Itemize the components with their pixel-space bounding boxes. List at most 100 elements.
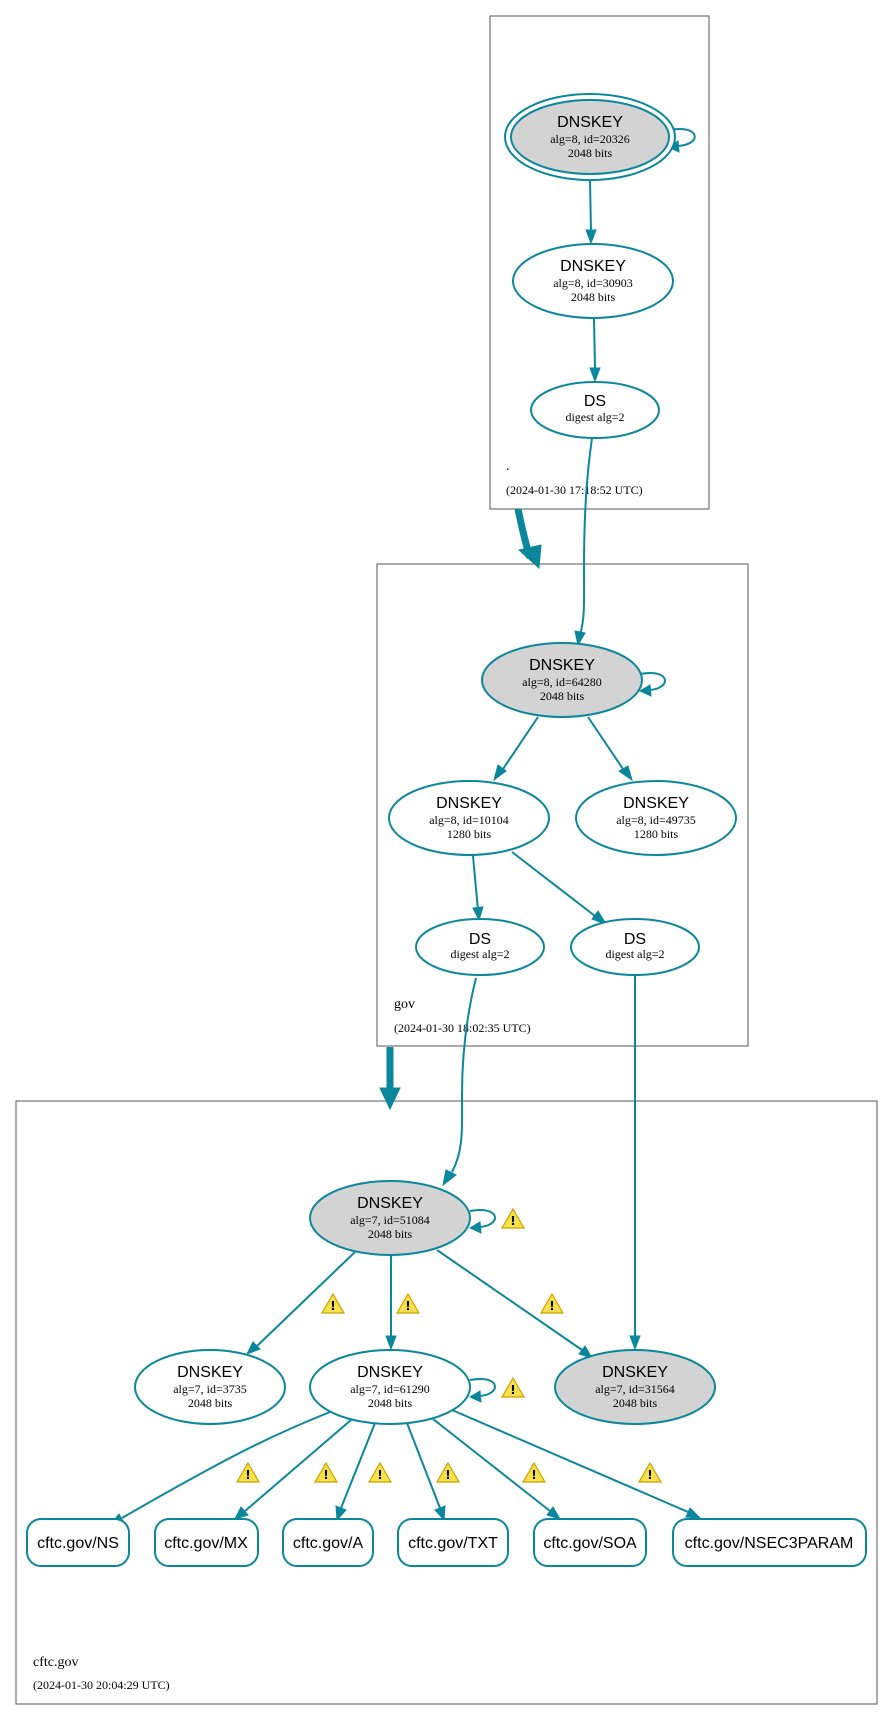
warning-icon[interactable]: !: [368, 1462, 392, 1483]
node-cftc-ksk[interactable]: DNSKEY alg=7, id=51084 2048 bits: [309, 1180, 471, 1256]
warning-icon[interactable]: !: [540, 1293, 564, 1314]
svg-text:!: !: [531, 1468, 536, 1482]
warning-icon[interactable]: !: [314, 1462, 338, 1483]
rrset-mx[interactable]: cftc.gov/MX: [154, 1518, 259, 1567]
node-gov-ds-1-title: DS: [469, 931, 491, 948]
node-gov-ds-2-digest: digest alg=2: [605, 947, 664, 961]
node-root-ds-title: DS: [584, 393, 606, 410]
zone-gov-timestamp: (2024-01-30 18:02:35 UTC): [394, 1021, 531, 1035]
warning-icon[interactable]: !: [501, 1208, 525, 1229]
node-gov-zsk-49735-title: DNSKEY: [623, 795, 689, 812]
svg-text:!: !: [445, 1468, 450, 1482]
edge-gov-ds2-to-cftc-31564-head: [629, 1335, 641, 1351]
edge-cftc-zsk-to-a-head: [335, 1505, 347, 1522]
edge-cftc-ksk-to-3735-head: [245, 1341, 261, 1355]
node-cftc-ksk-title: DNSKEY: [357, 1195, 423, 1212]
svg-text:!: !: [330, 1299, 335, 1313]
svg-text:!: !: [549, 1299, 554, 1313]
node-gov-zsk-10104-title: DNSKEY: [436, 795, 502, 812]
edge-gov-ds1-to-cftc-ksk: [451, 977, 477, 1173]
edge-root-zsk-to-ds: [593, 317, 596, 371]
edge-cftc-ksk-to-31564-head: [578, 1345, 594, 1359]
svg-text:!: !: [323, 1468, 328, 1482]
node-root-ds-digest: digest alg=2: [565, 410, 624, 424]
edge-cftc-zsk-self: [469, 1377, 496, 1397]
node-gov-ksk-title: DNSKEY: [529, 657, 595, 674]
node-gov-zsk-49735-alg: alg=8, id=49735: [616, 813, 696, 827]
edge-root-ksk-to-zsk-head: [585, 229, 597, 245]
node-gov-zsk-10104[interactable]: DNSKEY alg=8, id=10104 1280 bits: [388, 780, 550, 856]
zone-cftc-box: [15, 1100, 878, 1705]
edge-cftc-ksk-self: [469, 1208, 496, 1228]
node-root-zsk[interactable]: DNSKEY alg=8, id=30903 2048 bits: [512, 243, 674, 319]
warning-icon[interactable]: !: [638, 1462, 662, 1483]
edge-root-ksk-to-zsk: [589, 179, 592, 233]
node-root-ksk-alg: alg=8, id=20326: [550, 132, 630, 146]
node-cftc-zsk-bits: 2048 bits: [368, 1396, 413, 1410]
node-cftc-key-3735[interactable]: DNSKEY alg=7, id=3735 2048 bits: [134, 1349, 286, 1425]
rrset-txt-label: cftc.gov/TXT: [408, 1535, 498, 1552]
node-gov-ksk-alg: alg=8, id=64280: [522, 675, 602, 689]
edge-cftc-zsk-to-mx: [244, 1419, 352, 1512]
edge-gov-zsk1-to-ds2: [511, 851, 596, 917]
edge-root-ds-to-gov-ksk: [579, 437, 593, 635]
zone-cftc-timestamp: (2024-01-30 20:04:29 UTC): [33, 1678, 170, 1692]
rrset-ns[interactable]: cftc.gov/NS: [26, 1518, 130, 1567]
rrset-a-label: cftc.gov/A: [293, 1535, 364, 1552]
edge-gov-ds1-to-cftc-ksk-head: [442, 1169, 457, 1187]
warning-icon[interactable]: !: [501, 1377, 525, 1398]
node-cftc-key-31564-alg: alg=7, id=31564: [595, 1382, 675, 1396]
rrset-txt[interactable]: cftc.gov/TXT: [397, 1518, 509, 1567]
edge-gov-ksk-to-zsk1: [502, 716, 539, 770]
zone-gov-box: [376, 563, 749, 1047]
svg-text:!: !: [405, 1299, 410, 1313]
zone-gov-name: gov: [394, 997, 415, 1012]
node-root-ksk[interactable]: DNSKEY alg=8, id=20326 2048 bits: [504, 93, 676, 181]
svg-text:!: !: [510, 1383, 515, 1397]
edge-gov-ksk-to-zsk2-head: [618, 765, 633, 782]
edge-gov-ksk-self: [639, 671, 666, 691]
edge-gov-ksk-to-zsk2: [587, 716, 624, 770]
node-root-ds[interactable]: DS digest alg=2: [530, 381, 660, 439]
node-cftc-zsk[interactable]: DNSKEY alg=7, id=61290 2048 bits: [309, 1349, 471, 1425]
zone-cftc-name: cftc.gov: [33, 1655, 78, 1670]
edge-cftc-zsk-to-mx-head: [234, 1506, 249, 1520]
rrset-soa[interactable]: cftc.gov/SOA: [533, 1518, 647, 1567]
warning-icon[interactable]: !: [522, 1462, 546, 1483]
node-root-zsk-bits: 2048 bits: [571, 290, 616, 304]
warning-icon[interactable]: !: [396, 1293, 420, 1314]
node-gov-zsk-49735[interactable]: DNSKEY alg=8, id=49735 1280 bits: [575, 780, 737, 856]
svg-text:!: !: [510, 1214, 515, 1228]
node-gov-zsk-10104-alg: alg=8, id=10104: [429, 813, 509, 827]
warning-icon[interactable]: !: [321, 1293, 345, 1314]
rrset-nsec3param-label: cftc.gov/NSEC3PARAM: [685, 1535, 854, 1552]
edge-cftc-ksk-to-3735: [256, 1251, 356, 1347]
edge-gov-ksk-self-head: [638, 684, 652, 697]
warning-icon[interactable]: !: [236, 1462, 260, 1483]
node-cftc-key-31564-title: DNSKEY: [602, 1364, 668, 1381]
rrset-mx-label: cftc.gov/MX: [164, 1535, 248, 1552]
edge-cftc-zsk-to-txt-head: [434, 1505, 446, 1522]
node-cftc-key-31564[interactable]: DNSKEY alg=7, id=31564 2048 bits: [554, 1349, 716, 1425]
rrset-ns-label: cftc.gov/NS: [37, 1535, 119, 1552]
zone-root-timestamp: (2024-01-30 17:18:52 UTC): [506, 483, 643, 497]
rrset-a[interactable]: cftc.gov/A: [282, 1518, 374, 1567]
node-root-zsk-title: DNSKEY: [560, 258, 626, 275]
warning-icon[interactable]: !: [436, 1462, 460, 1483]
node-root-ksk-bits: 2048 bits: [568, 146, 613, 160]
edge-cftc-ksk-self-head: [468, 1221, 482, 1234]
svg-text:!: !: [647, 1468, 652, 1482]
node-gov-ds-2[interactable]: DS digest alg=2: [570, 918, 700, 976]
node-cftc-key-31564-bits: 2048 bits: [613, 1396, 658, 1410]
node-gov-ksk[interactable]: DNSKEY alg=8, id=64280 2048 bits: [481, 642, 643, 718]
edge-gov-zsk1-to-ds1: [472, 855, 479, 911]
rrset-nsec3param[interactable]: cftc.gov/NSEC3PARAM: [672, 1518, 867, 1567]
rrset-soa-label: cftc.gov/SOA: [543, 1535, 637, 1552]
node-gov-zsk-10104-bits: 1280 bits: [447, 827, 492, 841]
node-cftc-ksk-alg: alg=7, id=51084: [350, 1213, 430, 1227]
node-cftc-zsk-alg: alg=7, id=61290: [350, 1382, 430, 1396]
delegation-root-to-gov-head: [517, 544, 542, 570]
node-gov-ksk-bits: 2048 bits: [540, 689, 585, 703]
node-gov-ds-1[interactable]: DS digest alg=2: [415, 918, 545, 976]
edge-gov-zsk1-to-ds1-head: [472, 906, 484, 922]
